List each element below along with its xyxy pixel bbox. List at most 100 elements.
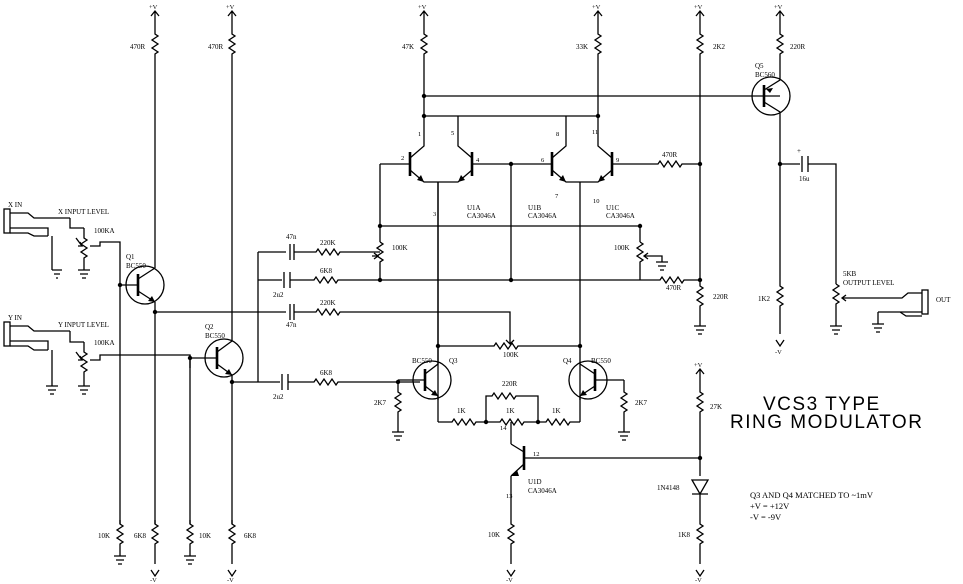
res-470r-b: 470R	[666, 284, 682, 292]
pin-1: 1	[418, 131, 421, 138]
rail-label-q2: +V	[226, 4, 235, 11]
q3-name: Q3	[449, 357, 458, 365]
u1d-transistor: 12 U1D CA3046A 13	[506, 443, 700, 500]
res-10k-3: 10K	[488, 531, 500, 539]
q4-base-resistor	[618, 380, 630, 441]
u1a-part: CA3046A	[467, 212, 496, 220]
rail-pos-bias: +V	[694, 362, 703, 369]
output-cap-wire	[780, 156, 837, 284]
x-in-jack-icon	[3, 208, 11, 234]
res-220r-r: 220R	[713, 293, 729, 301]
res-1k-m: 1K	[506, 407, 515, 415]
q2-transistor: Q2 BC550	[190, 323, 244, 378]
res-2k7-l: 2K7	[374, 399, 387, 407]
q5-part: BC560	[755, 71, 775, 79]
q1-name: Q1	[126, 253, 135, 261]
u1d-part: CA3046A	[528, 487, 557, 495]
title-line-2: RING MODULATOR	[730, 412, 923, 433]
res-6k8-b2: 6K8	[244, 532, 257, 540]
res-u1-top-rr: 2K2	[713, 43, 726, 51]
pin-14: 14	[500, 425, 507, 432]
u1b-name: U1B	[528, 204, 542, 212]
trim-100k-3: 100K	[503, 351, 519, 359]
out-level-label: OUTPUT LEVEL	[843, 279, 894, 287]
title-line-1: VCS3 TYPE	[763, 394, 881, 415]
out-label: OUT	[936, 296, 951, 304]
q5-emitter-resistor	[775, 164, 785, 348]
pin-13: 13	[506, 493, 513, 500]
pin-11: 11	[592, 129, 598, 136]
trim-100k-bottom	[438, 341, 580, 351]
rail-label-q1: +V	[149, 4, 158, 11]
q3-transistor: BC550 Q3	[398, 182, 458, 422]
trim-100k-2: 100K	[614, 244, 630, 252]
top-rail-group: +V +V +V +V +V +V 470R 470R 47K 33K 2K2 …	[130, 4, 806, 64]
u1d-emitter-resistor	[506, 476, 516, 578]
res-1k8: 1K8	[678, 531, 691, 539]
out-jack-icon	[921, 289, 929, 315]
pin-8: 8	[556, 131, 559, 138]
q4-part: BC550	[591, 357, 611, 365]
y-pot-label: 100KA	[94, 339, 115, 347]
x-in-label: X IN	[8, 201, 22, 209]
cap-2u2-1: 2u2	[273, 291, 284, 299]
pin-6: 6	[541, 157, 545, 164]
note-neg-rail: -V = -9V	[750, 512, 782, 522]
q2-part: BC550	[205, 332, 225, 340]
q1-emitter-wire	[154, 64, 268, 524]
q1-transistor: Q1 BC550	[120, 253, 165, 305]
res-220k-2: 220K	[320, 299, 336, 307]
res-10k-1: 10K	[98, 532, 110, 540]
res-6k8-b1: 6K8	[134, 532, 147, 540]
q2-name: Q2	[205, 323, 214, 331]
q2-emitter-wire	[231, 64, 258, 524]
res-6k8-2: 6K8	[320, 369, 333, 377]
q1-part: BC550	[126, 262, 146, 270]
res-6k8-1: 6K8	[320, 267, 333, 275]
bottom-resistors-left: 10K 6K8 -V 10K 6K8 -V	[98, 520, 257, 584]
q5-transistor: Q5 BC560	[751, 62, 791, 164]
res-q1-top: 470R	[130, 43, 146, 51]
y-level-label: Y INPUT LEVEL	[58, 321, 109, 329]
pin-4: 4	[476, 157, 480, 164]
res-u1-top-r: 33K	[576, 43, 588, 51]
output-level-group: 5KB OUTPUT LEVEL OUT	[830, 270, 951, 335]
res-470r-u1c: 470R	[662, 151, 678, 159]
q4-transistor: Q4 BC550	[563, 357, 624, 422]
x-pot-label: 100KA	[94, 227, 115, 235]
y-in-jack-icon	[3, 321, 11, 347]
pin-10: 10	[593, 198, 600, 205]
x-level-label: X INPUT LEVEL	[58, 208, 109, 216]
cap-47n-2: 47n	[286, 321, 297, 329]
rail-neg-q5: -V	[775, 349, 782, 356]
cap-16u: 16u	[799, 175, 810, 183]
res-27k: 27K	[710, 403, 722, 411]
rail-neg-q1: -V	[150, 577, 157, 584]
res-2k7-r: 2K7	[635, 399, 648, 407]
pin-5: 5	[451, 130, 454, 137]
pin-9: 9	[616, 157, 619, 164]
out-pot-label: 5KB	[843, 270, 857, 278]
cap-2u2-2: 2u2	[273, 393, 284, 401]
y-in-label: Y IN	[8, 314, 22, 322]
res-220k-1: 220K	[320, 239, 336, 247]
diode-label: 1N4148	[657, 484, 680, 492]
res-1k2: 1K2	[758, 295, 771, 303]
pin-7: 7	[555, 193, 559, 200]
res-220r-m: 220R	[502, 380, 518, 388]
note-pos-rail: +V = +12V	[750, 501, 790, 511]
q4-name: Q4	[563, 357, 572, 365]
coupling-network: 47n 220K 2u2 6K8 47n 220K 2u2 6K8	[257, 233, 640, 401]
cap-47n-1: 47n	[286, 233, 297, 241]
rail-label-2k2: +V	[694, 4, 703, 11]
rail-label-q5: +V	[774, 4, 783, 11]
x-input-group: X IN X INPUT LEVEL 100KA	[3, 201, 121, 279]
q3-part: BC550	[412, 357, 432, 365]
rail-neg-bias: -V	[695, 577, 702, 584]
pin-3: 3	[433, 211, 436, 218]
note-matched: Q3 AND Q4 MATCHED TO ~1mV	[750, 490, 874, 500]
rail-label-u1c: +V	[592, 4, 601, 11]
u1-array: 2 1 4 5 3 6 8 9 11 7 10 U1A CA3046A U1B …	[372, 64, 780, 400]
u1d-name: U1D	[528, 478, 542, 486]
